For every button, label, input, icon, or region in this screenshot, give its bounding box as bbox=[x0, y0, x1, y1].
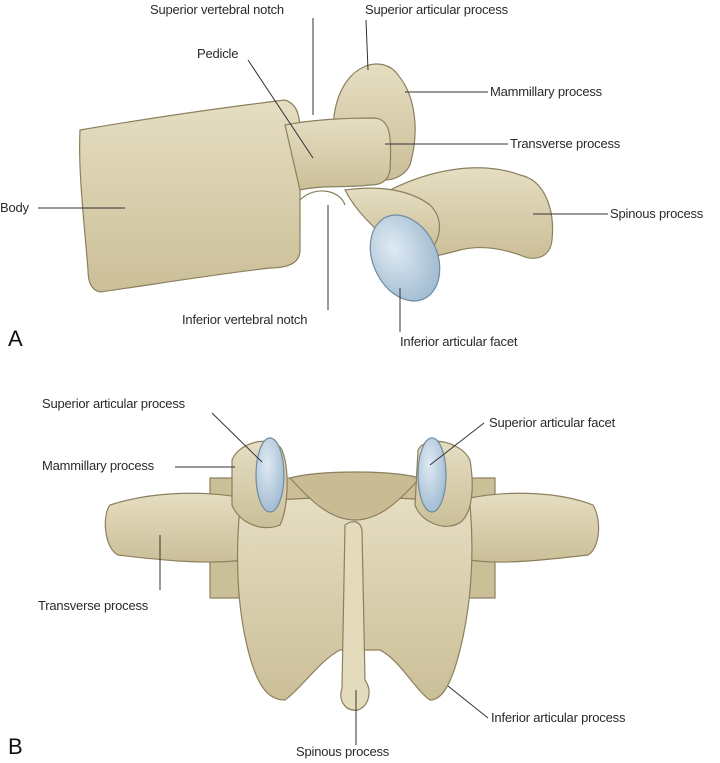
label-spinous-process-a: Spinous process bbox=[610, 206, 704, 221]
panel-b-posterior-vertebra bbox=[104, 437, 600, 711]
label-transverse-process-b: Transverse process bbox=[38, 598, 149, 613]
spinous-process-shape-b bbox=[340, 521, 370, 711]
label-mammillary-process-b: Mammillary process bbox=[42, 458, 154, 473]
label-pedicle: Pedicle bbox=[197, 46, 239, 61]
label-mammillary-process-a: Mammillary process bbox=[490, 84, 602, 99]
superior-articular-facet-shape bbox=[417, 437, 447, 513]
panel-letter-a: A bbox=[8, 326, 23, 351]
label-inferior-articular-facet: Inferior articular facet bbox=[400, 334, 518, 349]
pedicle-shape bbox=[284, 117, 392, 191]
label-superior-articular-process-a: Superior articular process bbox=[365, 2, 508, 17]
label-superior-vertebral-notch: Superior vertebral notch bbox=[150, 2, 284, 17]
label-inferior-vertebral-notch: Inferior vertebral notch bbox=[182, 312, 308, 327]
inferior-articular-facet-shape bbox=[369, 214, 441, 302]
panel-b-leader-lines bbox=[159, 412, 489, 745]
panel-a-lateral-vertebra bbox=[79, 63, 554, 302]
right-transverse-process-shape bbox=[469, 492, 600, 563]
panel-letter-b: B bbox=[8, 734, 23, 759]
label-superior-articular-process-b: Superior articular process bbox=[42, 396, 185, 411]
label-spinous-process-b: Spinous process bbox=[296, 744, 390, 759]
label-transverse-process-a: Transverse process bbox=[510, 136, 621, 151]
label-superior-articular-facet: Superior articular facet bbox=[489, 415, 615, 430]
left-transverse-process-shape bbox=[104, 492, 246, 563]
left-superior-articular-facet-shape bbox=[255, 437, 285, 513]
vertebral-body-shape bbox=[79, 99, 301, 293]
label-inferior-articular-process: Inferior articular process bbox=[491, 710, 626, 725]
label-body: Body bbox=[0, 200, 29, 215]
panel-a-leader-lines bbox=[38, 18, 608, 332]
